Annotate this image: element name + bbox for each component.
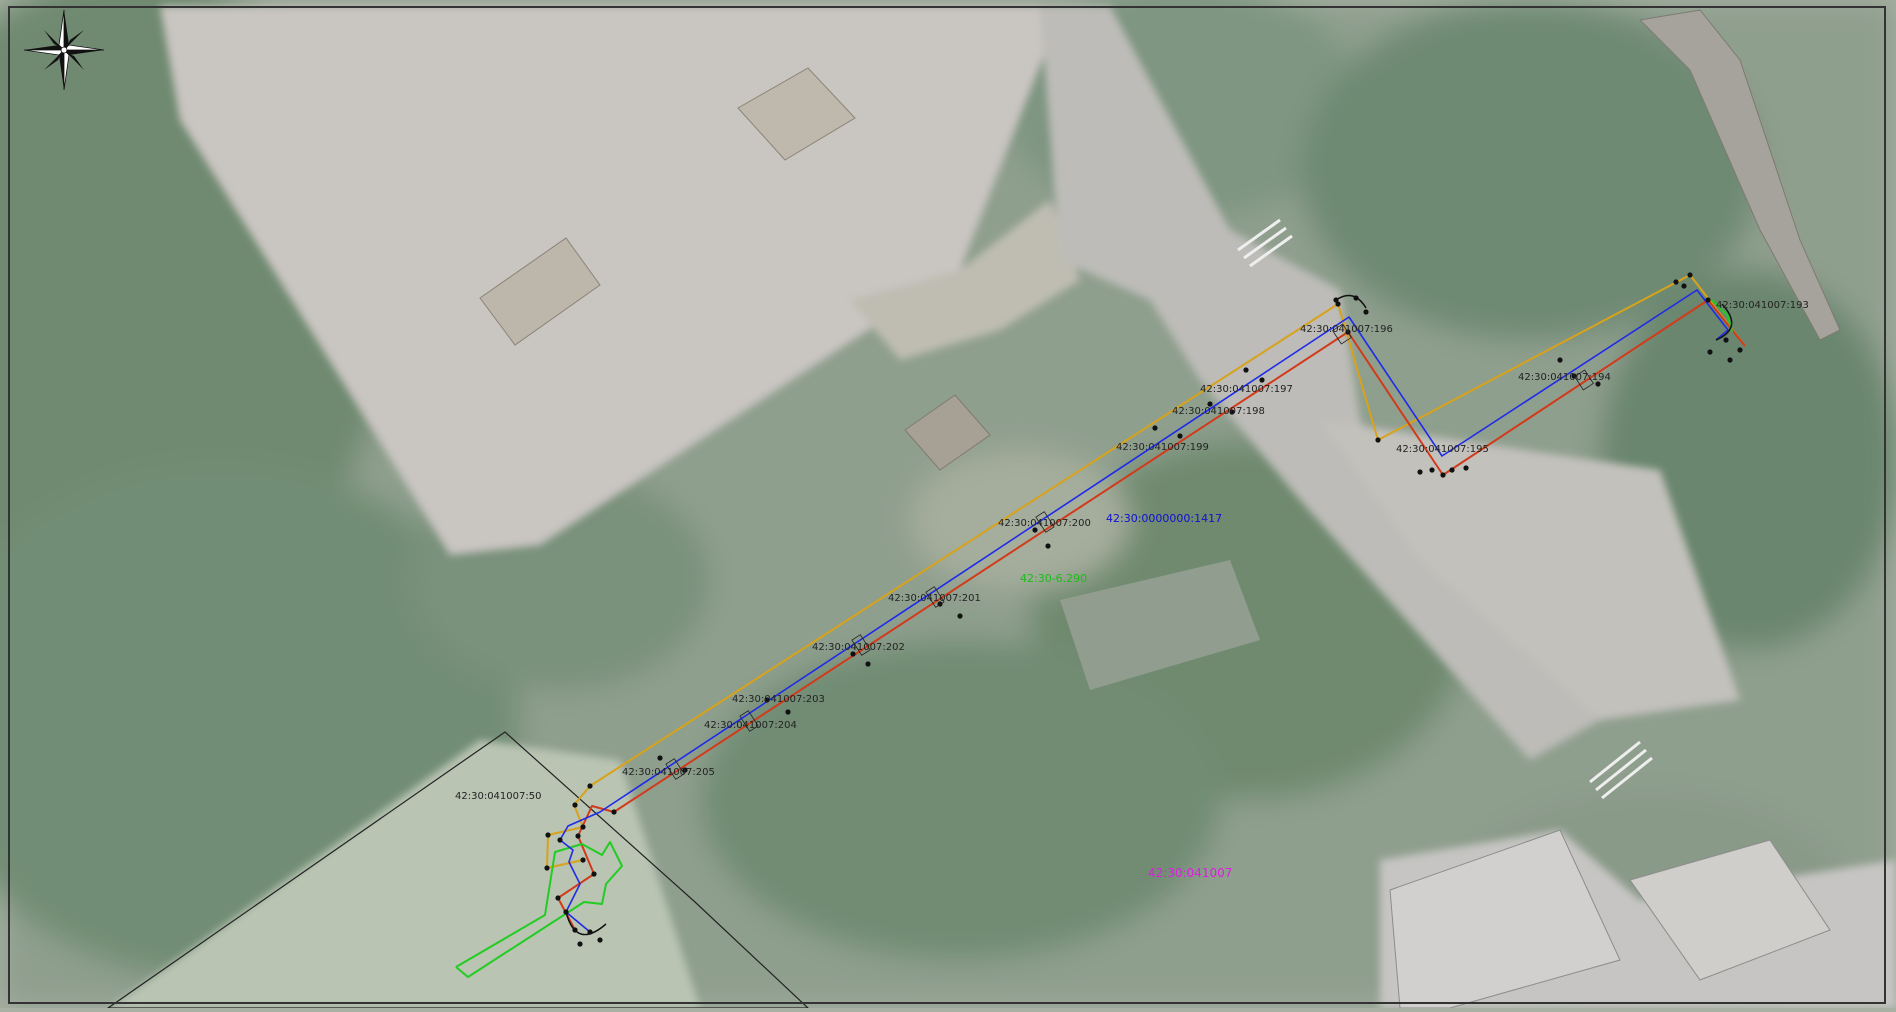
route-vertex bbox=[1463, 465, 1469, 471]
route-vertex bbox=[577, 941, 583, 947]
parcel-label[interactable]: 42:30:041007:202 bbox=[812, 642, 905, 653]
parcel-label[interactable]: 42:30:041007:194 bbox=[1518, 372, 1611, 383]
compass-rose-icon bbox=[23, 9, 105, 91]
route-vertex bbox=[657, 755, 663, 761]
route-vertex bbox=[1417, 469, 1423, 475]
route-vertex bbox=[1723, 337, 1729, 343]
zone-label[interactable]: 42:30-6.290 bbox=[1020, 572, 1087, 585]
route-vertex bbox=[1705, 297, 1711, 303]
crosswalks bbox=[1237, 218, 1653, 800]
route-vertex bbox=[572, 927, 578, 933]
parcel-boxes bbox=[665, 323, 1594, 780]
route-vertex bbox=[1333, 297, 1339, 303]
route-vertex bbox=[587, 929, 593, 935]
route-vertex bbox=[1429, 467, 1435, 473]
route-vertex bbox=[1595, 381, 1601, 387]
route-vertex bbox=[591, 871, 597, 877]
route-vertex bbox=[1363, 309, 1369, 315]
route-centerline[interactable] bbox=[559, 289, 1729, 933]
parcel-label[interactable]: 42:30:041007:196 bbox=[1300, 324, 1393, 335]
parcel-label[interactable]: 42:30:041007:199 bbox=[1116, 442, 1209, 453]
route-vertex bbox=[682, 767, 688, 773]
route-vertex bbox=[1335, 301, 1341, 307]
route-vertex bbox=[1681, 283, 1687, 289]
route-vertex bbox=[572, 802, 578, 808]
route-vertex bbox=[1673, 279, 1679, 285]
route-vertex bbox=[597, 937, 603, 943]
route-vertex bbox=[1375, 437, 1381, 443]
route-vertex bbox=[1353, 295, 1359, 301]
route-vertex bbox=[1707, 349, 1713, 355]
route-vertex bbox=[1045, 543, 1051, 549]
buffer-line-red bbox=[557, 299, 1746, 931]
route-vertex bbox=[544, 865, 550, 871]
parcel-label[interactable]: 42:30:041007:204 bbox=[704, 720, 797, 731]
route-vertex bbox=[1687, 272, 1693, 278]
route-vertex bbox=[545, 832, 551, 838]
route-vertex bbox=[1032, 527, 1038, 533]
parcel-label[interactable]: 42:30:041007:197 bbox=[1200, 384, 1293, 395]
route-buffers bbox=[455, 274, 1746, 978]
route-vertex bbox=[1152, 425, 1158, 431]
buffer-line-orange bbox=[546, 274, 1746, 869]
parcel-label[interactable]: 42:30:041007:203 bbox=[732, 694, 825, 705]
route-vertex bbox=[1737, 347, 1743, 353]
route-vertex bbox=[563, 909, 569, 915]
route-vertex bbox=[580, 857, 586, 863]
route-vertex bbox=[1229, 409, 1235, 415]
route-vertex bbox=[611, 809, 617, 815]
route-vertex bbox=[580, 824, 586, 830]
route-vertex bbox=[1449, 467, 1455, 473]
cadastral-block-label[interactable]: 42:30:041007 bbox=[1148, 866, 1232, 880]
route-vertex bbox=[557, 837, 563, 843]
parcel-label[interactable]: 42:30:041007:200 bbox=[998, 518, 1091, 529]
buildings bbox=[479, 9, 1841, 1009]
route-vertex bbox=[1557, 357, 1563, 363]
parcel-label[interactable]: 42:30:041007:198 bbox=[1172, 406, 1265, 417]
parcel-label[interactable]: 42:30:041007:205 bbox=[622, 767, 715, 778]
map-labels: 42:30:041007:196 42:30:041007:197 42:30:… bbox=[455, 300, 1809, 880]
route-vertex bbox=[764, 697, 770, 703]
route-vertex bbox=[1259, 377, 1265, 383]
route-vertex bbox=[555, 895, 561, 901]
route-vertex bbox=[1177, 433, 1183, 439]
route-vertex bbox=[785, 709, 791, 715]
route-end-caps bbox=[565, 294, 1733, 936]
route-vertex bbox=[865, 661, 871, 667]
route-vertex bbox=[1243, 367, 1249, 373]
parcel-label[interactable]: 42:30:041007:201 bbox=[888, 593, 981, 604]
route-vertex bbox=[850, 651, 856, 657]
route-vertex bbox=[1440, 472, 1446, 478]
route-vertex bbox=[957, 613, 963, 619]
route-vertex bbox=[575, 833, 581, 839]
parcel-label[interactable]: 42:30:041007:195 bbox=[1396, 444, 1489, 455]
large-parcel-label[interactable]: 42:30:041007:50 bbox=[455, 791, 541, 802]
buffer-line-green bbox=[455, 841, 623, 978]
route-vertices bbox=[544, 272, 1743, 947]
route-vertex bbox=[587, 783, 593, 789]
route-vertex bbox=[1207, 401, 1213, 407]
parcel-label[interactable]: 42:30:041007:193 bbox=[1716, 300, 1809, 311]
linear-object-label[interactable]: 42:30:0000000:1417 bbox=[1106, 512, 1222, 525]
route-vertex bbox=[1727, 357, 1733, 363]
